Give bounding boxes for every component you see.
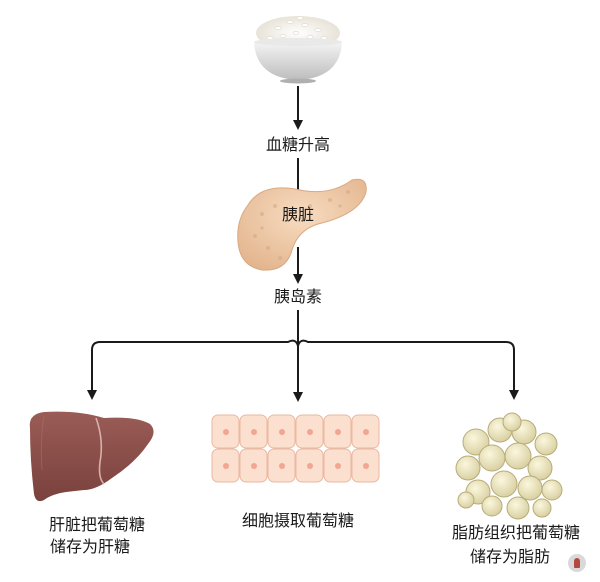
cell-nucleus (335, 429, 341, 435)
cell-nucleus (307, 463, 313, 469)
cell-nucleus (251, 429, 257, 435)
label-liver-line2: 储存为肝糖 (49, 537, 131, 556)
fat-cell (490, 470, 518, 498)
label-blood-sugar-rise: 血糖升高 (265, 135, 331, 154)
fat-cell (532, 498, 552, 518)
cell-nucleus (251, 463, 257, 469)
fat-cell (534, 432, 558, 456)
label-insulin: 胰岛素 (273, 287, 323, 306)
fat-cell (455, 455, 481, 481)
fat-cell (502, 412, 522, 432)
fat-cell (517, 475, 543, 501)
label-liver-line1: 肝脏把葡萄糖 (48, 515, 146, 534)
cell-nucleus (335, 463, 341, 469)
fat-tissue-icon (455, 412, 563, 520)
cells-icon (211, 414, 380, 483)
branch-connector (87, 310, 519, 402)
cell-nucleus (363, 429, 369, 435)
watermark (568, 554, 586, 572)
liver-icon (29, 411, 154, 502)
cell-nucleus (279, 429, 285, 435)
label-cells: 细胞摄取葡萄糖 (241, 511, 355, 530)
label-fat-line1: 脂肪组织把葡萄糖 (451, 523, 581, 542)
pancreas-icon (237, 178, 367, 271)
fat-cell (541, 479, 563, 501)
cell-nucleus (307, 429, 313, 435)
fat-cell (457, 491, 475, 509)
cell-nucleus (363, 463, 369, 469)
label-pancreas: 胰脏 (281, 205, 315, 224)
fat-cell (478, 444, 506, 472)
watermark-logo-icon (568, 554, 586, 572)
cell-nucleus (279, 463, 285, 469)
fat-cell (527, 455, 553, 481)
rice-bowl-icon (254, 16, 342, 84)
fat-cell (504, 442, 532, 470)
fat-cell (506, 496, 530, 520)
fat-cell (481, 495, 503, 517)
cell-nucleus (223, 463, 229, 469)
label-fat-line2: 储存为脂肪 (469, 547, 551, 566)
cell-nucleus (223, 429, 229, 435)
